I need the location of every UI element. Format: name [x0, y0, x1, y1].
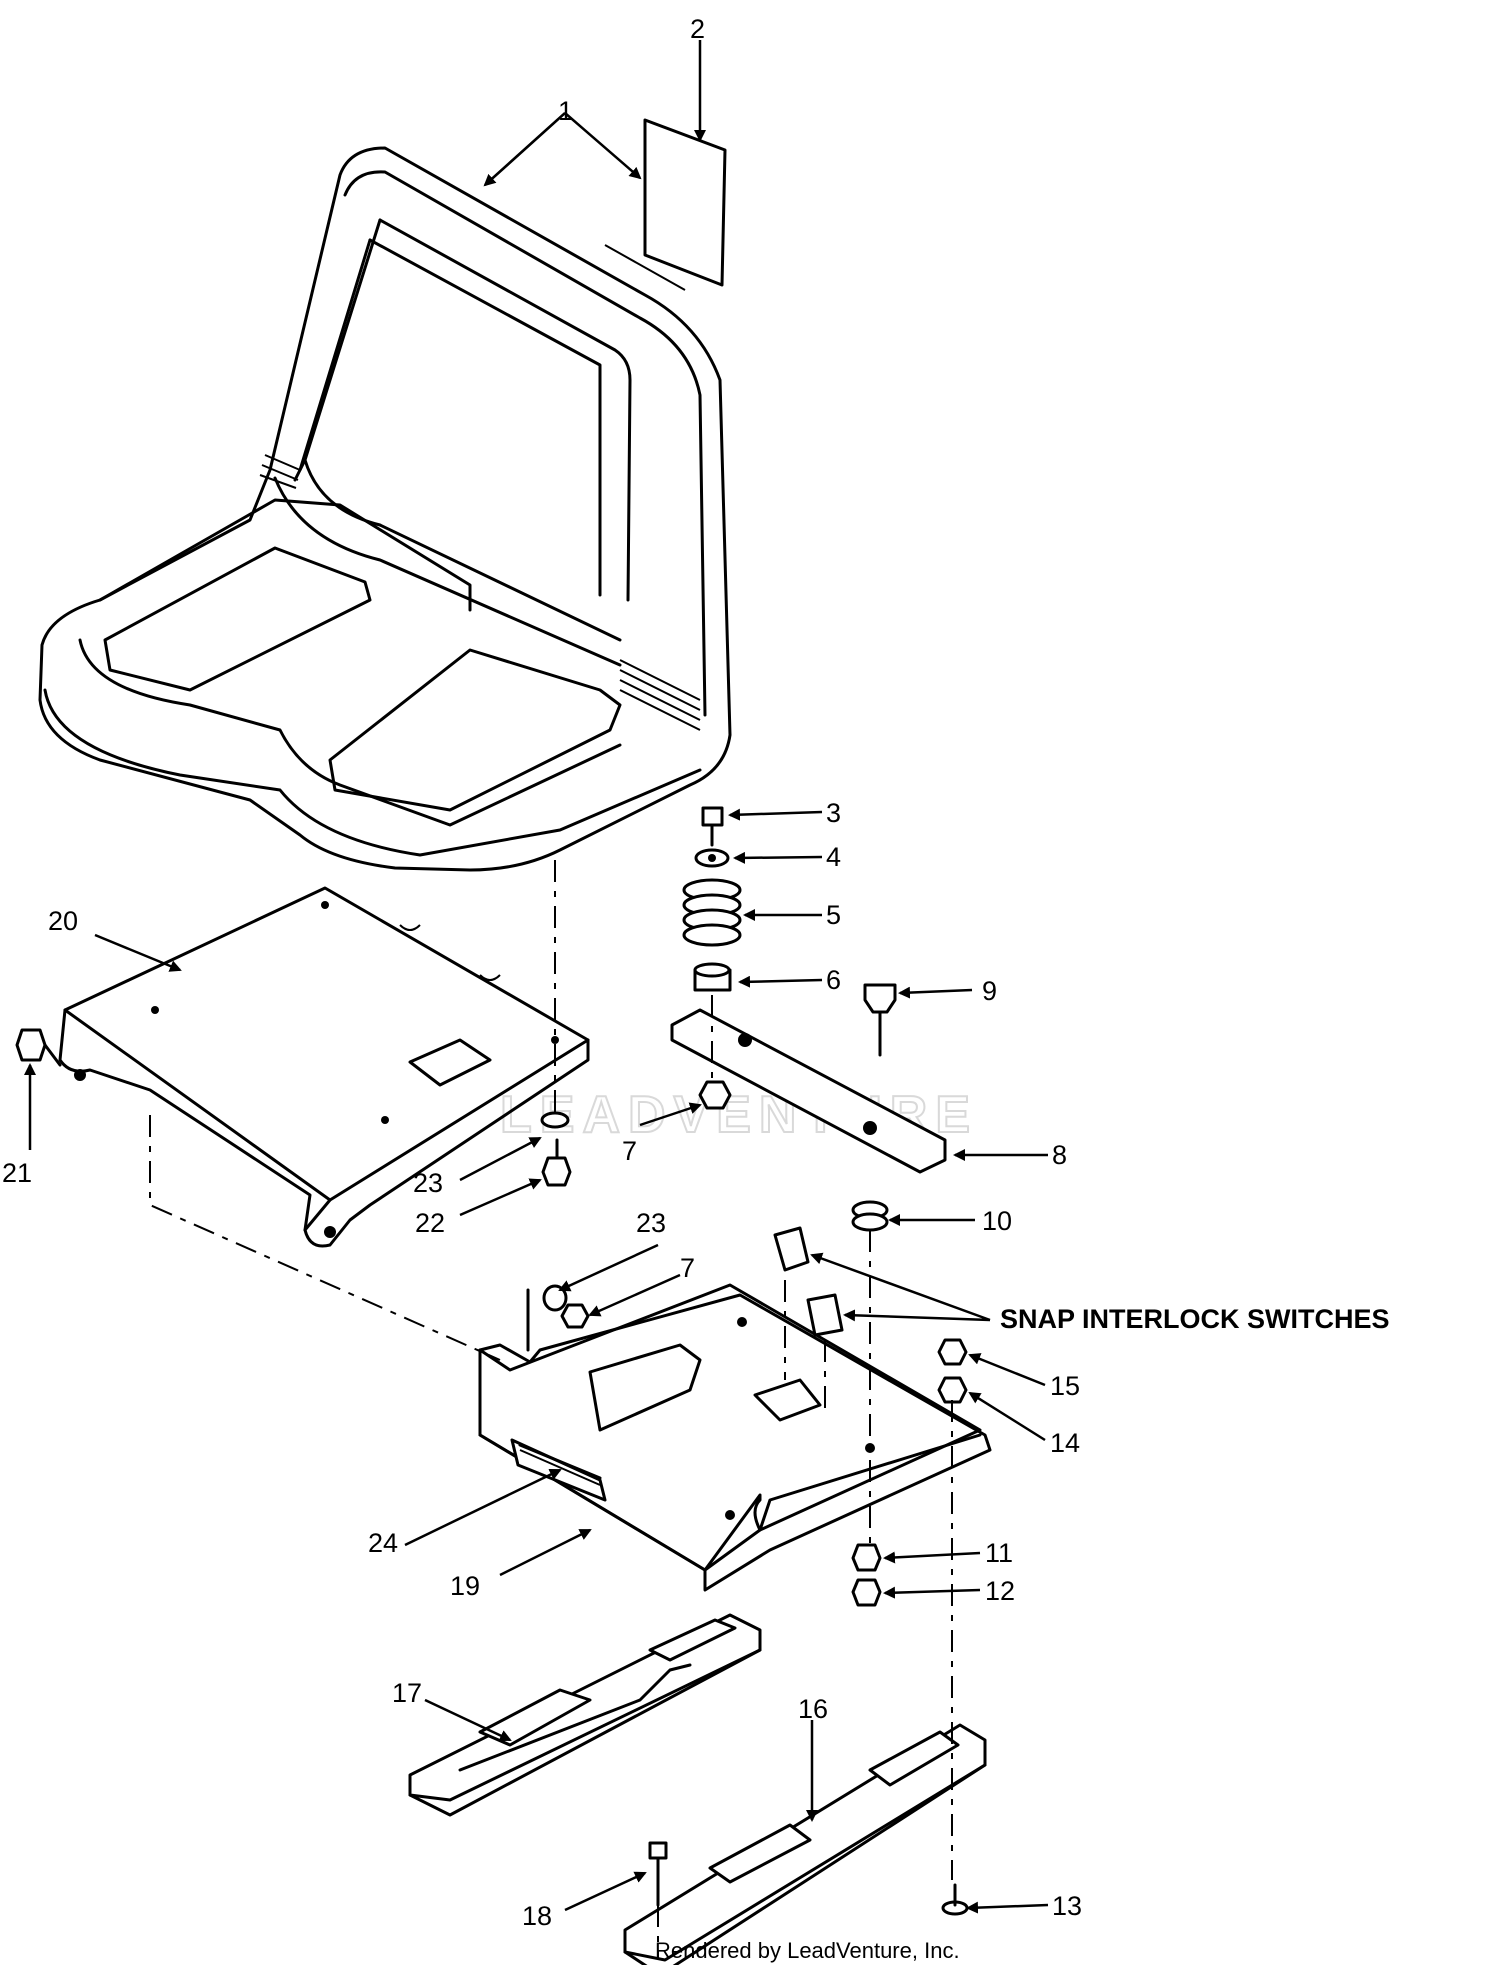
part-label: 8 — [1052, 1140, 1067, 1170]
render-credit: Rendered by LeadVenture, Inc. — [655, 1938, 960, 1963]
part-label: 12 — [985, 1576, 1015, 1606]
part-label: 7 — [622, 1136, 637, 1166]
seat-base-drawing — [478, 1283, 992, 1592]
part-label: 7 — [680, 1253, 695, 1283]
interlock-switches-callout: SNAP INTERLOCK SWITCHES — [1000, 1304, 1390, 1334]
part-label: 4 — [826, 842, 841, 872]
part-label: 18 — [522, 1901, 552, 1931]
part-label: 17 — [392, 1678, 422, 1708]
plate-drawing — [670, 1008, 947, 1174]
part-label: 19 — [450, 1571, 480, 1601]
part-labels: 1 2 3 4 5 6 7 8 9 10 11 12 13 14 15 16 1… — [2, 14, 1082, 1931]
part-label: 11 — [985, 1538, 1013, 1568]
part-label: 5 — [826, 900, 841, 930]
seat-pan-drawing — [58, 886, 590, 1248]
slide-rails — [408, 1613, 987, 1965]
part-label: 3 — [826, 798, 841, 828]
part-label: 13 — [1052, 1891, 1082, 1921]
part-label: 9 — [982, 976, 997, 1006]
part-label: 21 — [2, 1158, 32, 1188]
part-label: 24 — [368, 1528, 398, 1558]
label-card — [643, 118, 727, 287]
part-label: 20 — [48, 906, 78, 936]
part-label: 1 — [558, 96, 573, 126]
part-label: 16 — [798, 1694, 828, 1724]
hardware-stack — [682, 806, 742, 992]
part-label: 10 — [982, 1206, 1012, 1236]
part-label: 23 — [413, 1168, 443, 1198]
part-label: 14 — [1050, 1428, 1080, 1458]
part-label: 6 — [826, 965, 841, 995]
part-label: 15 — [1050, 1371, 1080, 1401]
seat-drawing — [38, 146, 732, 872]
part-label: 22 — [415, 1208, 445, 1238]
part-label: 2 — [690, 14, 705, 44]
part-label: 23 — [636, 1208, 666, 1238]
